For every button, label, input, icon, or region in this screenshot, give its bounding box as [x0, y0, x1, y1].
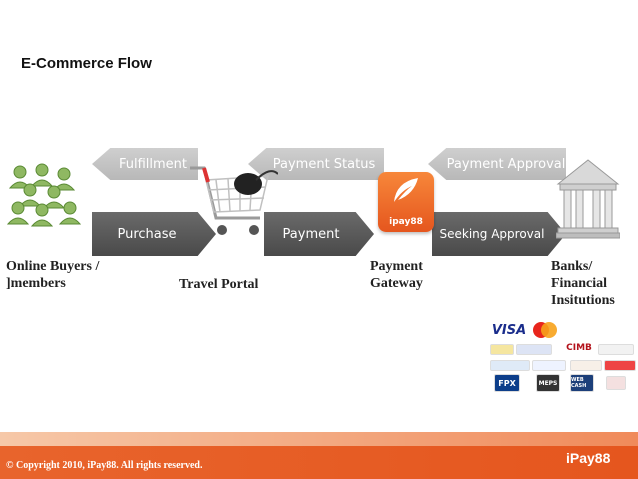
purchase-arrow: Purchase	[92, 212, 216, 256]
footer-bar	[0, 446, 638, 479]
banks-label-line1: Banks/	[551, 259, 593, 274]
payment-label: Payment	[282, 226, 340, 242]
bank-logo-2	[516, 344, 552, 355]
buyers-label-line1: Online Buyers /	[6, 259, 100, 274]
buyers-label: Online Buyers / ]members	[6, 258, 99, 292]
fpx-logo: FPX	[494, 374, 520, 392]
bank-logo-1	[490, 344, 514, 355]
banks-label-line2: Financial	[551, 276, 608, 291]
meps-logo: MEPS	[536, 374, 560, 392]
cimb-logo: CIMB	[566, 343, 592, 353]
buyers-label-line2: ]members	[6, 276, 66, 291]
mastercard-logo-icon	[530, 320, 560, 340]
payment-status-arrow: Payment Status	[248, 148, 384, 180]
bank-logo-3	[598, 344, 634, 355]
footer-band	[0, 432, 638, 446]
bank-logo-7	[604, 360, 636, 371]
payment-status-label: Payment Status	[272, 156, 376, 172]
diagram-title: E-Commerce Flow	[21, 55, 152, 72]
gateway-label: Payment Gateway	[370, 258, 423, 292]
bank-building-icon	[556, 159, 620, 239]
bank-logo-4	[490, 360, 530, 371]
fulfillment-label: Fulfillment	[118, 156, 188, 172]
bank-logo-6	[570, 360, 602, 371]
bank-logo-8	[606, 376, 626, 390]
seeking-approval-label: Seeking Approval	[439, 227, 545, 241]
gateway-logo-text: ipay88	[389, 217, 423, 227]
visa-logo: VISA	[491, 322, 527, 338]
copyright-text: © Copyright 2010, iPay88. All rights res…	[6, 460, 203, 471]
seeking-approval-arrow: Seeking Approval	[432, 212, 566, 256]
payment-logos: VISA CIMB FPX MEPS WEB CASH	[486, 318, 636, 394]
footer-brand: iPay88	[566, 450, 611, 466]
portal-label: Travel Portal	[179, 277, 259, 292]
leaf-icon	[394, 178, 418, 202]
payment-arrow: Payment	[264, 212, 374, 256]
gateway-label-line1: Payment	[370, 259, 423, 274]
bank-logo-5	[532, 360, 566, 371]
online-buyers-icon	[6, 163, 82, 227]
shopping-cart-icon	[190, 166, 278, 235]
fulfillment-arrow: Fulfillment	[92, 148, 198, 180]
webcash-logo: WEB CASH	[570, 374, 594, 392]
banks-label-line3: Insitutions	[551, 293, 615, 308]
payment-approval-arrow: Payment Approval	[428, 148, 566, 180]
banks-label: Banks/ Financial Insitutions	[551, 258, 615, 309]
payment-approval-label: Payment Approval	[446, 156, 566, 172]
ipay88-logo-icon: ipay88	[378, 172, 434, 232]
purchase-label: Purchase	[117, 226, 177, 242]
gateway-label-line2: Gateway	[370, 276, 423, 291]
